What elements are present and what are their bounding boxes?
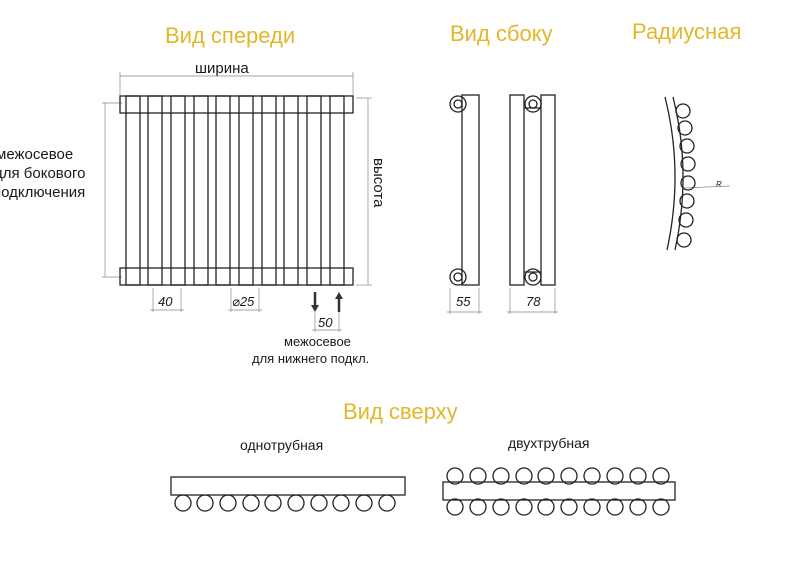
top-double-tubes-upper: [446, 467, 670, 485]
side-view-double-drawing: [507, 94, 558, 314]
side-double-top-pipe: [524, 95, 542, 113]
side-view-heading: Вид сбоку: [450, 21, 553, 46]
radial-heading: Радиусная: [632, 19, 742, 44]
side-center-label-2: для бокового: [0, 165, 86, 182]
width-label: ширина: [195, 60, 249, 77]
dim-78: 78: [526, 294, 541, 309]
radial-outer-arc: [664, 96, 676, 251]
single-tube-label: однотрубная: [240, 437, 324, 453]
side-view-single-drawing: [447, 94, 482, 314]
front-view-heading: Вид спереди: [165, 23, 296, 48]
dim-50: 50: [318, 315, 333, 330]
side-single-body: [461, 94, 480, 286]
dim-d25: ⌀25: [232, 294, 255, 309]
bottom-center-label-1: межосевое: [284, 334, 351, 349]
side-single-bottom-pipe: [449, 268, 467, 286]
top-view-heading: Вид сверху: [343, 399, 458, 424]
bottom-collector: [119, 267, 354, 286]
bottom-center-label-2: для нижнего подкл.: [252, 351, 370, 366]
side-double-body-right: [540, 94, 556, 286]
radius-line: [683, 185, 731, 189]
side-double-body-left: [509, 94, 525, 286]
dim-55: 55: [456, 294, 471, 309]
radial-tubes: [675, 103, 696, 248]
front-view-drawing: [102, 72, 372, 332]
top-double-tubes-lower: [446, 498, 670, 516]
dim-40: 40: [158, 294, 173, 309]
top-view-single-drawing: [170, 476, 406, 512]
top-single-collector: [170, 476, 406, 496]
top-double-collector: [442, 481, 676, 501]
radius-label: R: [716, 180, 722, 189]
front-tubes: [125, 95, 345, 286]
top-view-double-drawing: [442, 467, 676, 516]
double-tube-label: двухтрубная: [508, 435, 590, 451]
side-center-label-1: межосевое: [0, 146, 74, 163]
top-collector: [119, 95, 354, 114]
radial-drawing: [664, 96, 731, 251]
side-single-top-pipe: [449, 95, 467, 113]
top-single-tubes: [174, 494, 396, 512]
side-double-bottom-pipe: [524, 268, 542, 286]
side-center-label-3: подключения: [0, 184, 86, 201]
